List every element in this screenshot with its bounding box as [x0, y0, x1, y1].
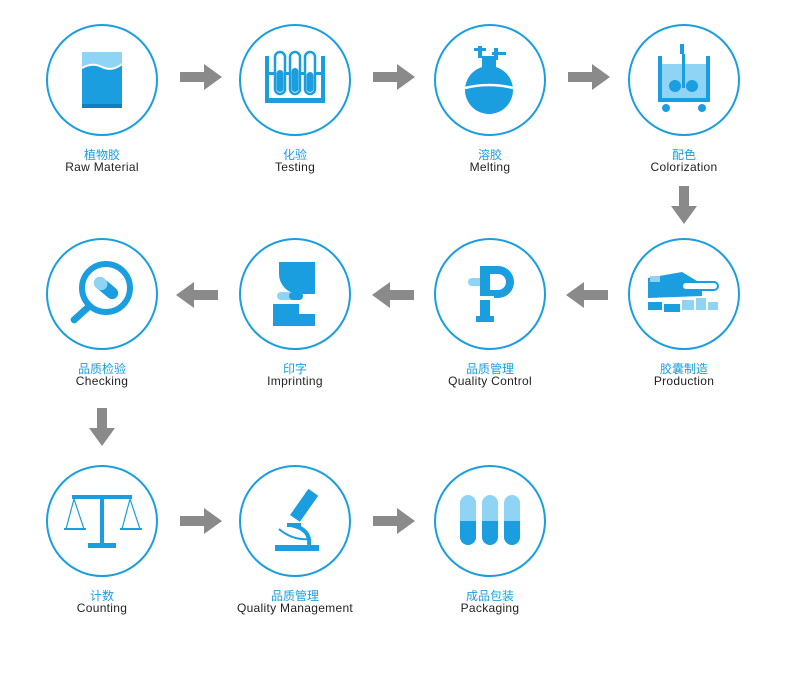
arrow-down-icon	[671, 186, 697, 224]
micrometer-icon	[468, 266, 514, 322]
step-label-en: Raw Material	[65, 160, 139, 174]
step-label-cn: 品质管理	[270, 589, 319, 603]
step-circle	[628, 24, 740, 136]
arrow-left-icon	[566, 282, 608, 308]
step-label-en: Imprinting	[267, 374, 323, 388]
balance-scale-icon	[64, 495, 142, 548]
mixing-tank-icon	[658, 44, 710, 112]
production-machine-icon	[648, 272, 719, 312]
step-circle	[434, 238, 546, 350]
step-label-cn: 胶囊制造	[659, 362, 708, 376]
step-label-cn: 溶胶	[477, 148, 502, 162]
step-label-en: Quality Control	[448, 374, 532, 388]
step-circle	[434, 465, 546, 577]
step-circle	[628, 238, 740, 350]
arrow-left-icon	[176, 282, 218, 308]
step-circle	[46, 465, 158, 577]
step-label-cn: 计数	[89, 589, 114, 603]
step-label-cn: 印字	[282, 362, 307, 376]
microscope-icon	[275, 488, 319, 551]
arrow-right-icon	[373, 64, 415, 90]
step-label-cn: 植物胶	[83, 148, 120, 162]
step-label-cn: 成品包装	[465, 589, 514, 603]
step-label-cn: 化验	[282, 148, 307, 162]
step-label-en: Packaging	[460, 601, 520, 615]
step-label-en: Checking	[75, 374, 129, 388]
arrow-down-icon	[89, 408, 115, 446]
step-label-en: Production	[653, 374, 715, 388]
arrow-left-icon	[372, 282, 414, 308]
capsules-icon	[460, 495, 520, 545]
step-label-cn: 品质管理	[465, 362, 514, 376]
step-label-en: Testing	[274, 160, 316, 174]
step-circle	[239, 465, 351, 577]
arrow-right-icon	[180, 64, 222, 90]
step-circle	[46, 238, 158, 350]
raw-material-icon	[81, 52, 123, 108]
step-label-en: Quality Management	[236, 601, 354, 615]
flask-icon	[464, 46, 514, 114]
step-label-en: Melting	[469, 160, 511, 174]
imprinting-icon	[273, 262, 315, 326]
arrow-right-icon	[180, 508, 222, 534]
magnifier-icon	[70, 261, 133, 324]
step-circle	[239, 238, 351, 350]
step-circle	[434, 24, 546, 136]
step-label-cn: 配色	[671, 148, 696, 162]
step-circle	[239, 24, 351, 136]
step-label-en: Counting	[76, 601, 128, 615]
test-tubes-icon	[265, 50, 325, 103]
step-label-en: Colorization	[650, 160, 718, 174]
arrow-right-icon	[568, 64, 610, 90]
arrow-right-icon	[373, 508, 415, 534]
step-circle	[46, 24, 158, 136]
step-label-cn: 品质检验	[77, 362, 126, 376]
